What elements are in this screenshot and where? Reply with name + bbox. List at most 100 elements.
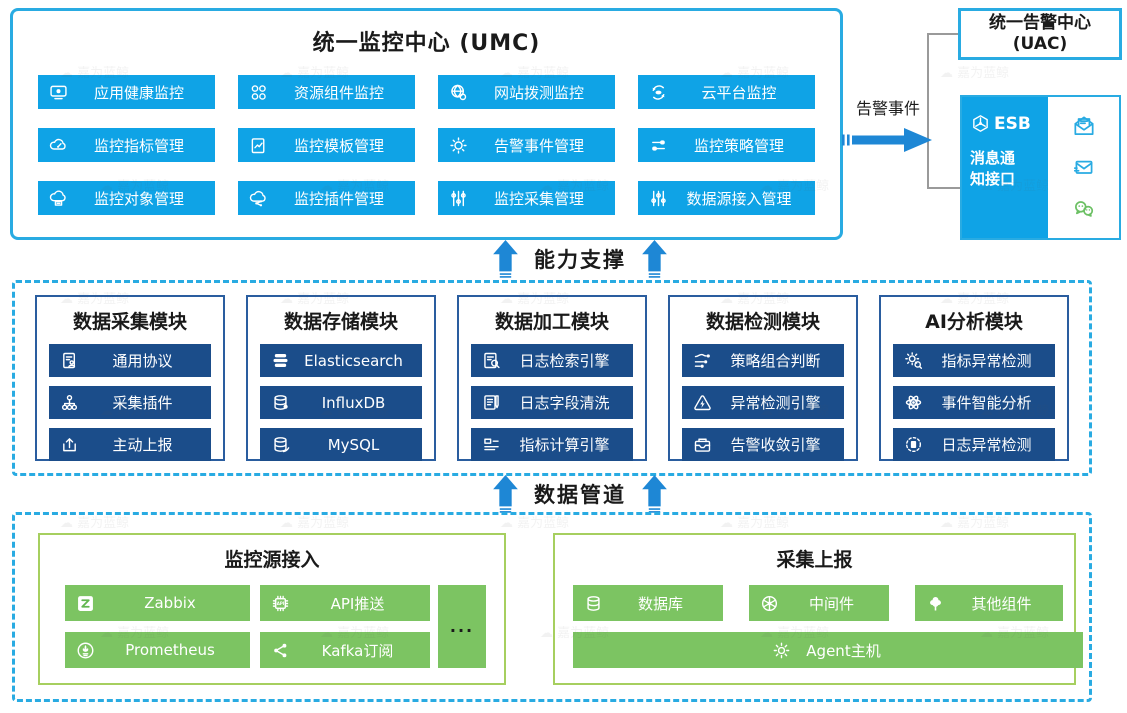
- module-item-mysql: MySQL: [260, 428, 422, 461]
- umc-item-strategy-management: 监控策略管理: [638, 128, 815, 162]
- doc-chart-icon: [248, 135, 269, 156]
- report-item-middleware: 中间件: [749, 585, 889, 621]
- doc-pen-icon: [481, 392, 502, 413]
- item-label: 日志字段清洗: [519, 394, 610, 412]
- item-label: InfluxDB: [321, 393, 386, 412]
- module-item-alarm-convergence-engine: 告警收敛引擎: [682, 428, 844, 461]
- item-label: 监控对象管理: [93, 189, 184, 208]
- source-item-kafka-subscribe: Kafka订阅: [260, 632, 430, 668]
- strategy-icon: [692, 350, 713, 371]
- module-item-active-report: 主动上报: [49, 428, 211, 461]
- influx-icon: [270, 392, 291, 413]
- source-item-zabbix: Zabbix: [65, 585, 250, 621]
- capability-band: 能力支撑: [413, 240, 747, 278]
- umc-item-app-health-monitoring: 应用健康监控: [38, 75, 215, 109]
- item-label: 数据库: [637, 594, 683, 613]
- report-row: 数据库中间件其他组件: [573, 585, 1063, 621]
- up-arrow-icon: [493, 475, 518, 513]
- capability-label: 能力支撑: [534, 248, 626, 272]
- connector-line-vertical: [927, 33, 929, 189]
- item-label: Prometheus: [125, 641, 215, 659]
- kafka-share-icon: [270, 640, 291, 661]
- source-item-prometheus: Prometheus: [65, 632, 250, 668]
- item-label: 资源组件监控: [293, 83, 384, 102]
- item-label: 采集插件: [112, 394, 173, 412]
- zabbix-icon: [75, 593, 96, 614]
- item-label: 监控采集管理: [493, 189, 584, 208]
- module-item-log-search-engine: 日志检索引擎: [471, 344, 633, 377]
- module-title: 数据采集模块: [72, 311, 187, 333]
- module-title: AI分析模块: [925, 311, 1023, 333]
- cloud-plugin-icon: [248, 188, 269, 209]
- item-label: 指标计算引擎: [519, 436, 610, 454]
- umc-title: 统一监控中心 (UMC): [312, 31, 541, 56]
- module-item-generic-protocol: 通用协议: [49, 344, 211, 377]
- item-label: 日志异常检测: [941, 436, 1032, 454]
- report-title: 采集上报: [776, 549, 853, 571]
- sources-grid: Zabbix API推送 Prometheus Kafka订阅: [65, 585, 430, 668]
- report-item-agent-host: Agent主机: [573, 632, 1083, 668]
- doc-person-icon: [59, 350, 80, 371]
- item-label: MySQL: [327, 435, 380, 454]
- alarm-event-label: 告警事件: [855, 99, 920, 118]
- module-item-strategy-combination-judge: 策略组合判断: [682, 344, 844, 377]
- es-icon: [270, 350, 291, 371]
- monitor-eye-icon: [48, 82, 69, 103]
- item-label: 事件智能分析: [941, 394, 1032, 412]
- item-label: 告警事件管理: [493, 136, 584, 155]
- umc-item-plugin-management: 监控插件管理: [238, 181, 415, 215]
- module-title: 数据存储模块: [283, 311, 398, 333]
- gear-alarm-icon: [448, 135, 469, 156]
- item-label: 日志检索引擎: [519, 352, 610, 370]
- item-label: 云平台监控: [701, 83, 777, 102]
- umc-item-template-management: 监控模板管理: [238, 128, 415, 162]
- umc-item-datasource-access-management: 数据源接入管理: [638, 181, 815, 215]
- esb-label: ESB: [994, 113, 1031, 134]
- log-ai-icon: [903, 434, 924, 455]
- cloud-sync-icon: [648, 82, 669, 103]
- connector-line-bottom: [927, 187, 960, 189]
- source-item-api-push: API推送: [260, 585, 430, 621]
- host-gear-icon: [771, 640, 792, 661]
- item-label: 应用健康监控: [93, 83, 184, 102]
- item-label: 策略组合判断: [730, 352, 821, 370]
- item-label: 监控模板管理: [293, 136, 384, 155]
- atom-icon: [903, 392, 924, 413]
- chip-api-icon: [270, 593, 291, 614]
- cloud-gauge-icon: [48, 135, 69, 156]
- uac-title-line1: 统一告警中心: [989, 12, 1091, 33]
- warn-bolt-icon: [692, 392, 713, 413]
- module-title: 数据加工模块: [494, 311, 609, 333]
- report-item-database: 数据库: [573, 585, 723, 621]
- open-mail-icon: [1071, 113, 1097, 139]
- module-item-metric-calc-engine: 指标计算引擎: [471, 428, 633, 461]
- sources-title: 监控源接入: [224, 549, 320, 571]
- data-collection-module: 数据采集模块通用协议采集插件主动上报: [35, 295, 225, 461]
- module-title: 数据检测模块: [705, 311, 820, 333]
- upload-icon: [59, 434, 80, 455]
- module-item-anomaly-detection-engine: 异常检测引擎: [682, 386, 844, 419]
- ai-analysis-module: AI分析模块指标异常检测事件智能分析日志异常检测: [879, 295, 1069, 461]
- esb-hex-icon: [970, 113, 991, 134]
- item-label: Zabbix: [144, 594, 196, 612]
- module-item-elasticsearch: Elasticsearch: [260, 344, 422, 377]
- wechat-icon: [1071, 196, 1097, 222]
- converge-icon: [692, 434, 713, 455]
- umc-item-alarm-event-management: 告警事件管理: [438, 128, 615, 162]
- item-label: Elasticsearch: [304, 351, 403, 370]
- item-label: API推送: [330, 594, 385, 613]
- tree-icon: [925, 593, 946, 614]
- sliders-v-icon: [448, 188, 469, 209]
- umc-item-cloud-platform-monitoring: 云平台监控: [638, 75, 815, 109]
- item-label: 监控插件管理: [293, 189, 384, 208]
- connector-line-top: [927, 33, 958, 35]
- module-item-collector-plugin: 采集插件: [49, 386, 211, 419]
- watermark: ☁ 嘉为蓝鲸: [940, 66, 1010, 81]
- globe-probe-icon: [448, 82, 469, 103]
- item-label: 监控指标管理: [93, 136, 184, 155]
- up-arrow-icon: [642, 240, 667, 278]
